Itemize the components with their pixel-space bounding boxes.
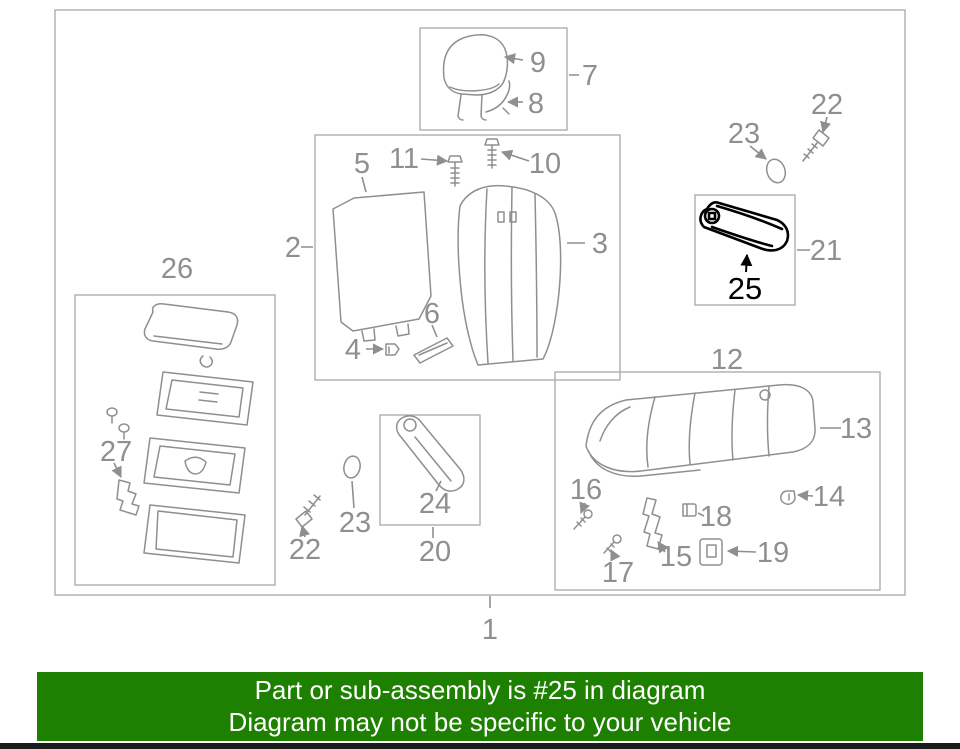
callout-13[interactable]: 13 [840, 413, 872, 445]
armrest-24-illustration [395, 415, 465, 492]
leader-22-top [820, 116, 832, 134]
banner-line-1: Part or sub-assembly is #25 in diagram [254, 675, 706, 705]
callout-3[interactable]: 3 [592, 228, 608, 260]
armrest-25-group-box [694, 194, 796, 306]
leader-17 [610, 548, 621, 562]
callout-23-top[interactable]: 23 [728, 118, 760, 150]
notice-banner: Part or sub-assembly is #25 in diagram D… [37, 672, 923, 741]
callout-11[interactable]: 11 [389, 143, 419, 175]
leader-22-left [299, 524, 311, 538]
clip-4-illustration [385, 343, 400, 356]
callout-1[interactable]: 1 [482, 614, 498, 646]
callout-2[interactable]: 2 [285, 232, 301, 264]
bolt-10-illustration [484, 138, 500, 169]
callout-12[interactable]: 12 [711, 344, 743, 376]
oring-23-left-illustration [343, 455, 361, 479]
armrest-24-group-box [379, 414, 481, 526]
callout-14[interactable]: 14 [813, 481, 845, 513]
headrest-group-box [419, 27, 568, 131]
callout-8[interactable]: 8 [528, 88, 544, 120]
callout-24[interactable]: 24 [419, 488, 451, 520]
cushion-group-box [554, 371, 881, 591]
armrest-25-illustration [699, 201, 790, 252]
outer-assembly-box [54, 9, 906, 596]
callout-22-left[interactable]: 22 [289, 534, 321, 566]
callout-20[interactable]: 20 [419, 536, 451, 568]
callout-26[interactable]: 26 [161, 253, 193, 285]
leader-16 [579, 501, 590, 515]
cushion-13-illustration [585, 383, 816, 478]
screw-17-illustration [603, 534, 622, 554]
bottom-edge-bar [0, 743, 960, 749]
leader-14 [796, 490, 814, 502]
leader-19 [726, 545, 757, 557]
callout-25-highlighted[interactable]: 25 [728, 271, 762, 306]
clip-18-illustration [682, 503, 697, 517]
leader-25 [740, 253, 753, 273]
bolt-22-top-illustration [802, 129, 830, 162]
headrest-illustration [442, 34, 509, 121]
callout-4[interactable]: 4 [345, 334, 361, 366]
callout-18[interactable]: 18 [700, 501, 732, 533]
banner-line-2: Diagram may not be specific to your vehi… [228, 707, 732, 737]
screw-16-illustration [573, 509, 593, 530]
leader-27 [111, 462, 122, 479]
callout-21[interactable]: 21 [810, 235, 842, 267]
dash-leaders [301, 74, 841, 608]
callout-7[interactable]: 7 [582, 60, 598, 92]
seatback-group-box [314, 134, 621, 381]
callout-27[interactable]: 27 [100, 436, 132, 468]
callout-6[interactable]: 6 [424, 298, 440, 330]
leader-11 [420, 154, 449, 166]
clip-14-illustration [780, 490, 796, 505]
trim-6-illustration [413, 337, 454, 364]
callout-15[interactable]: 15 [660, 541, 692, 573]
callout-22-top[interactable]: 22 [811, 89, 843, 121]
callout-23-left[interactable]: 23 [339, 507, 371, 539]
bracket-27-illustration [116, 479, 140, 516]
switch-19-illustration [699, 538, 723, 566]
console-group-box [74, 294, 276, 586]
seatback-panel-illustration [332, 191, 432, 342]
callout-17[interactable]: 17 [602, 557, 634, 589]
console-parts-illustration [106, 303, 254, 564]
callout-10[interactable]: 10 [529, 148, 561, 180]
callout-16[interactable]: 16 [570, 474, 602, 506]
leader-10 [500, 149, 530, 162]
headrest-guide-illustration [485, 80, 511, 115]
callout-9[interactable]: 9 [530, 47, 546, 79]
oring-23-top-illustration [765, 158, 787, 184]
bolt-11-illustration [447, 155, 463, 187]
leader-9 [503, 53, 524, 65]
leader-15 [657, 541, 669, 554]
seatback-pad-illustration [457, 184, 562, 366]
leader-23-top [749, 145, 767, 160]
callout-19[interactable]: 19 [757, 537, 789, 569]
bolt-22-left-illustration [295, 494, 321, 528]
callout-5[interactable]: 5 [354, 148, 370, 180]
